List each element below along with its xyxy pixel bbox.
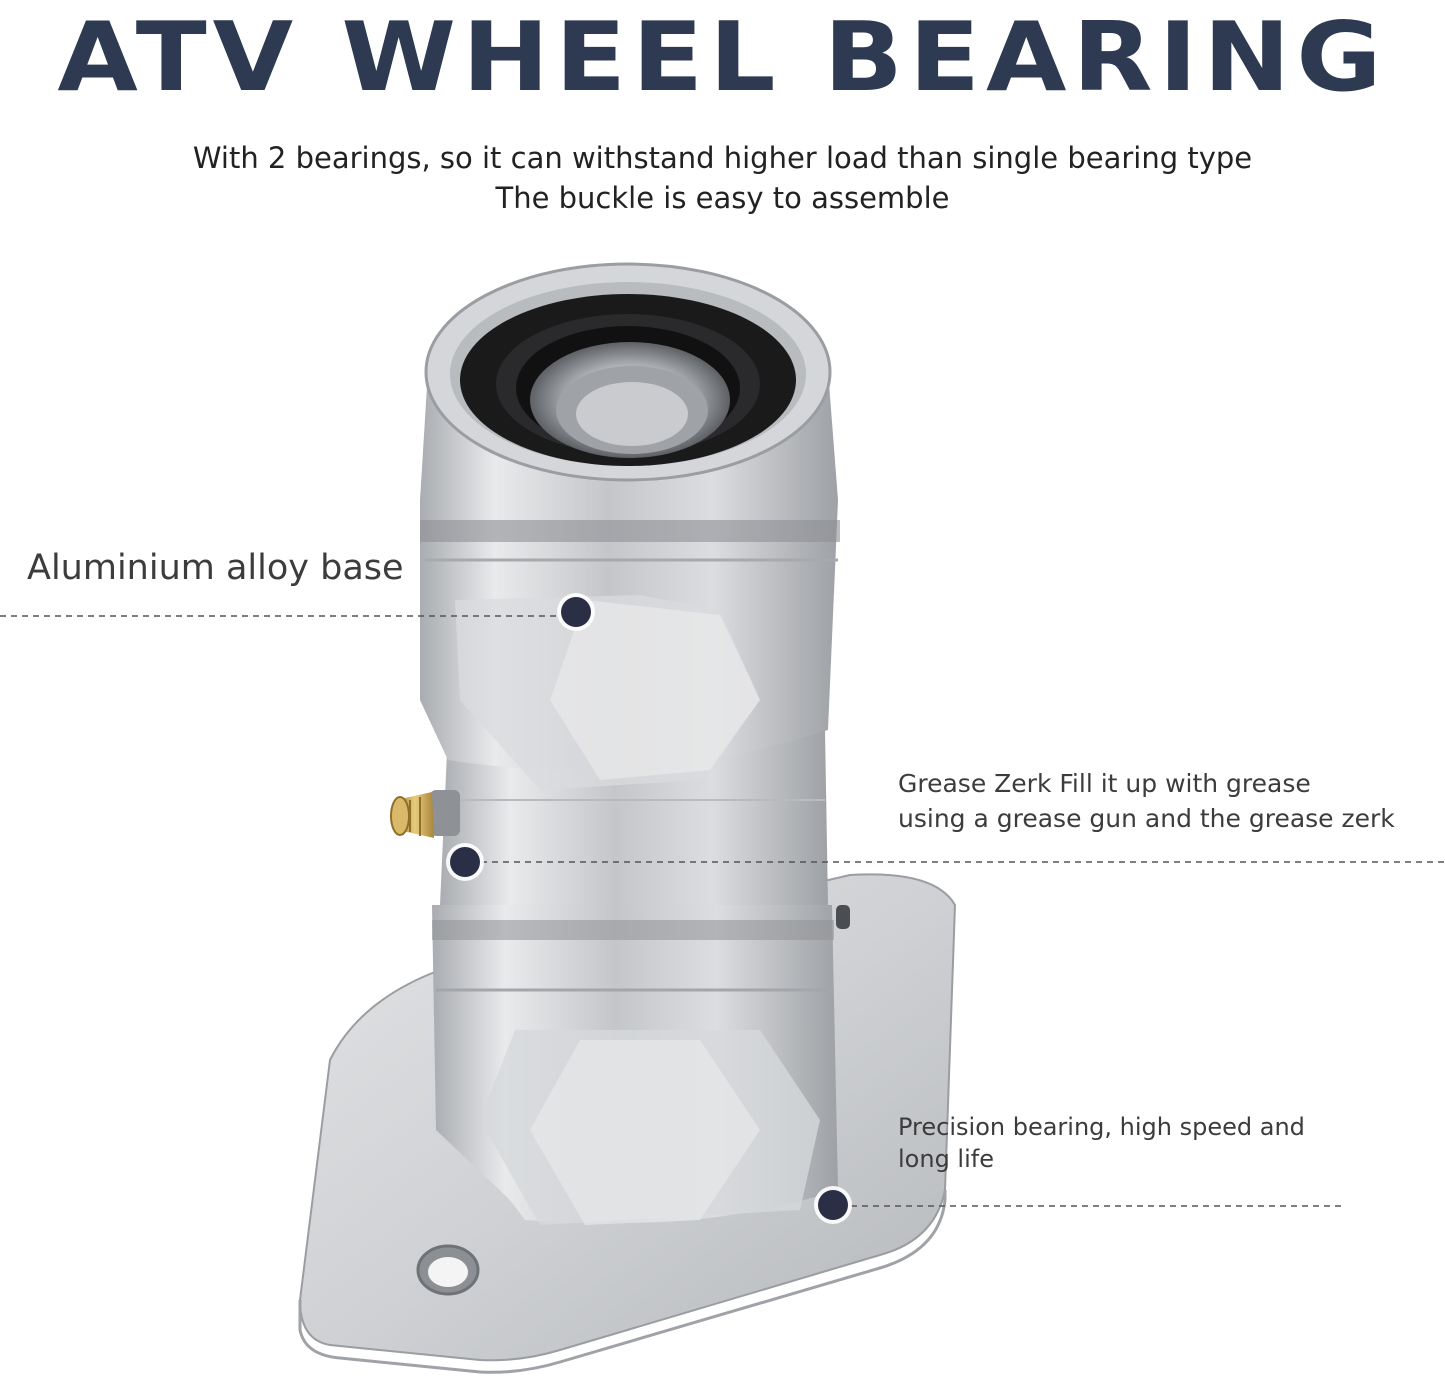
callout-label-base: Aluminium alloy base: [27, 548, 404, 588]
page-title: ATV WHEEL BEARING: [57, 0, 1388, 114]
subtitle-line-1: With 2 bearings, so it can withstand hig…: [192, 141, 1253, 175]
callout-marker-base: [561, 597, 591, 627]
callout-marker-bearing: [818, 1190, 848, 1220]
grease-zerk: [390, 790, 460, 838]
callout-label-zerk-line-1: Grease Zerk Fill it up with grease: [898, 769, 1311, 798]
subtitle-line-2: The buckle is easy to assemble: [495, 181, 950, 215]
callout-label-bearing-line-1: Precision bearing, high speed and: [898, 1113, 1305, 1141]
callout-marker-zerk: [450, 847, 480, 877]
callout-label-zerk-line-2: using a grease gun and the grease zerk: [898, 804, 1395, 833]
callout-label-bearing-line-2: long life: [898, 1145, 994, 1173]
